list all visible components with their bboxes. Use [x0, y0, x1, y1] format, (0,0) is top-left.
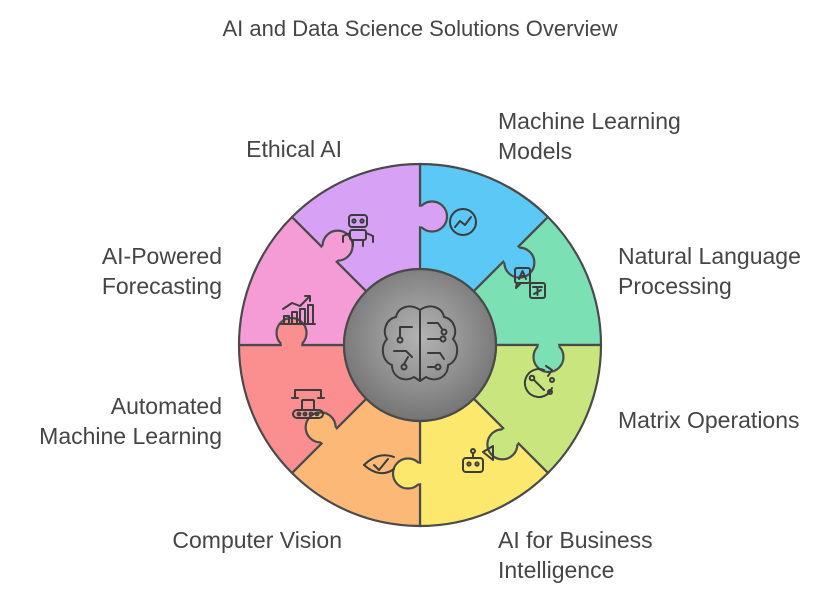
diagram-title: AI and Data Science Solutions Overview — [222, 16, 618, 41]
line-chart-icon — [449, 208, 477, 236]
puzzle-knob-joint-bi — [408, 463, 428, 484]
puzzle-knob-joint-ml — [502, 245, 523, 266]
eye-check-icon — [363, 454, 395, 475]
label-ethical-ai: Ethical AI — [246, 136, 342, 162]
puzzle-knob-joint-forecast — [320, 242, 341, 263]
brain-circuit-icon — [381, 305, 459, 382]
robot-megaphone-icon — [462, 445, 494, 473]
puzzle-knob-joint-nlp — [538, 337, 559, 357]
robot-icon — [342, 214, 374, 247]
robot-arm-icon — [291, 389, 325, 419]
transform-icon — [523, 365, 555, 398]
puzzle-knob-joint-matrix — [499, 427, 520, 448]
puzzle-knob-joint-automl — [281, 333, 302, 353]
bar-growth-icon — [280, 295, 316, 325]
translate-icon — [514, 267, 546, 299]
puzzle-knob-joint-ethical — [412, 206, 432, 227]
label-computer-vision: Computer Vision — [172, 527, 342, 553]
label-matrix-operations: Matrix Operations — [618, 407, 800, 433]
puzzle-knob-joint-cv — [317, 424, 338, 445]
